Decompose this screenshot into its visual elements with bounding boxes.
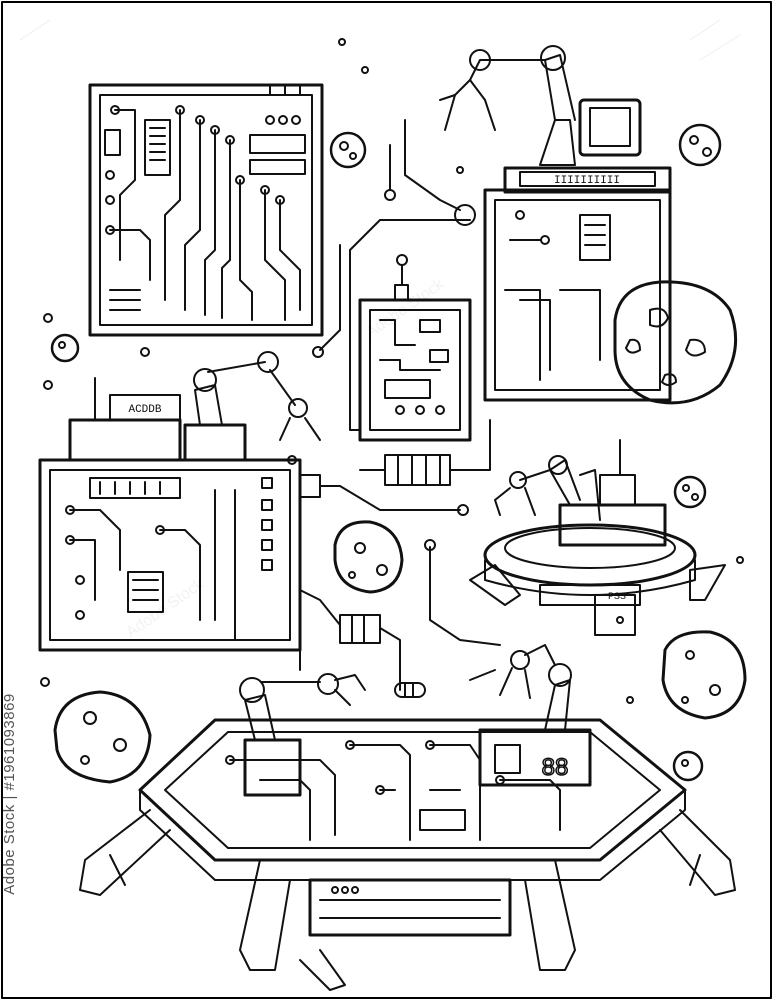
connector-plug-middle (299, 546, 501, 698)
circuit-board-top-left (88, 83, 324, 337)
left-machine-code: ACDDB (128, 404, 161, 416)
asteroid-mid (333, 520, 404, 594)
asteroid-bottom-right (661, 630, 747, 720)
lander-platform-main: 88 (79, 644, 736, 991)
asteroid-bottom-left (53, 690, 152, 784)
asteroid-tiny-right (672, 750, 704, 782)
asteroid-left-small (50, 333, 80, 363)
control-machine-top-right: IIIIIIIIII (439, 45, 672, 402)
top-machine-code: IIIIIIIIII (554, 175, 620, 187)
small-rover-code: PSS (608, 592, 626, 603)
asteroid-right-mid (673, 475, 707, 509)
circuit-board-center (312, 119, 491, 486)
circuit-machine-left: ACDDB (38, 351, 469, 652)
asteroid-top-right (678, 123, 722, 167)
small-rover-right: PSS (469, 439, 726, 636)
star-dots (40, 38, 744, 704)
lander-label: 88 (542, 754, 569, 781)
asteroid-small-top (329, 131, 367, 169)
asteroid-large-right (613, 280, 738, 405)
faint-watermark-pattern (19, 19, 741, 61)
